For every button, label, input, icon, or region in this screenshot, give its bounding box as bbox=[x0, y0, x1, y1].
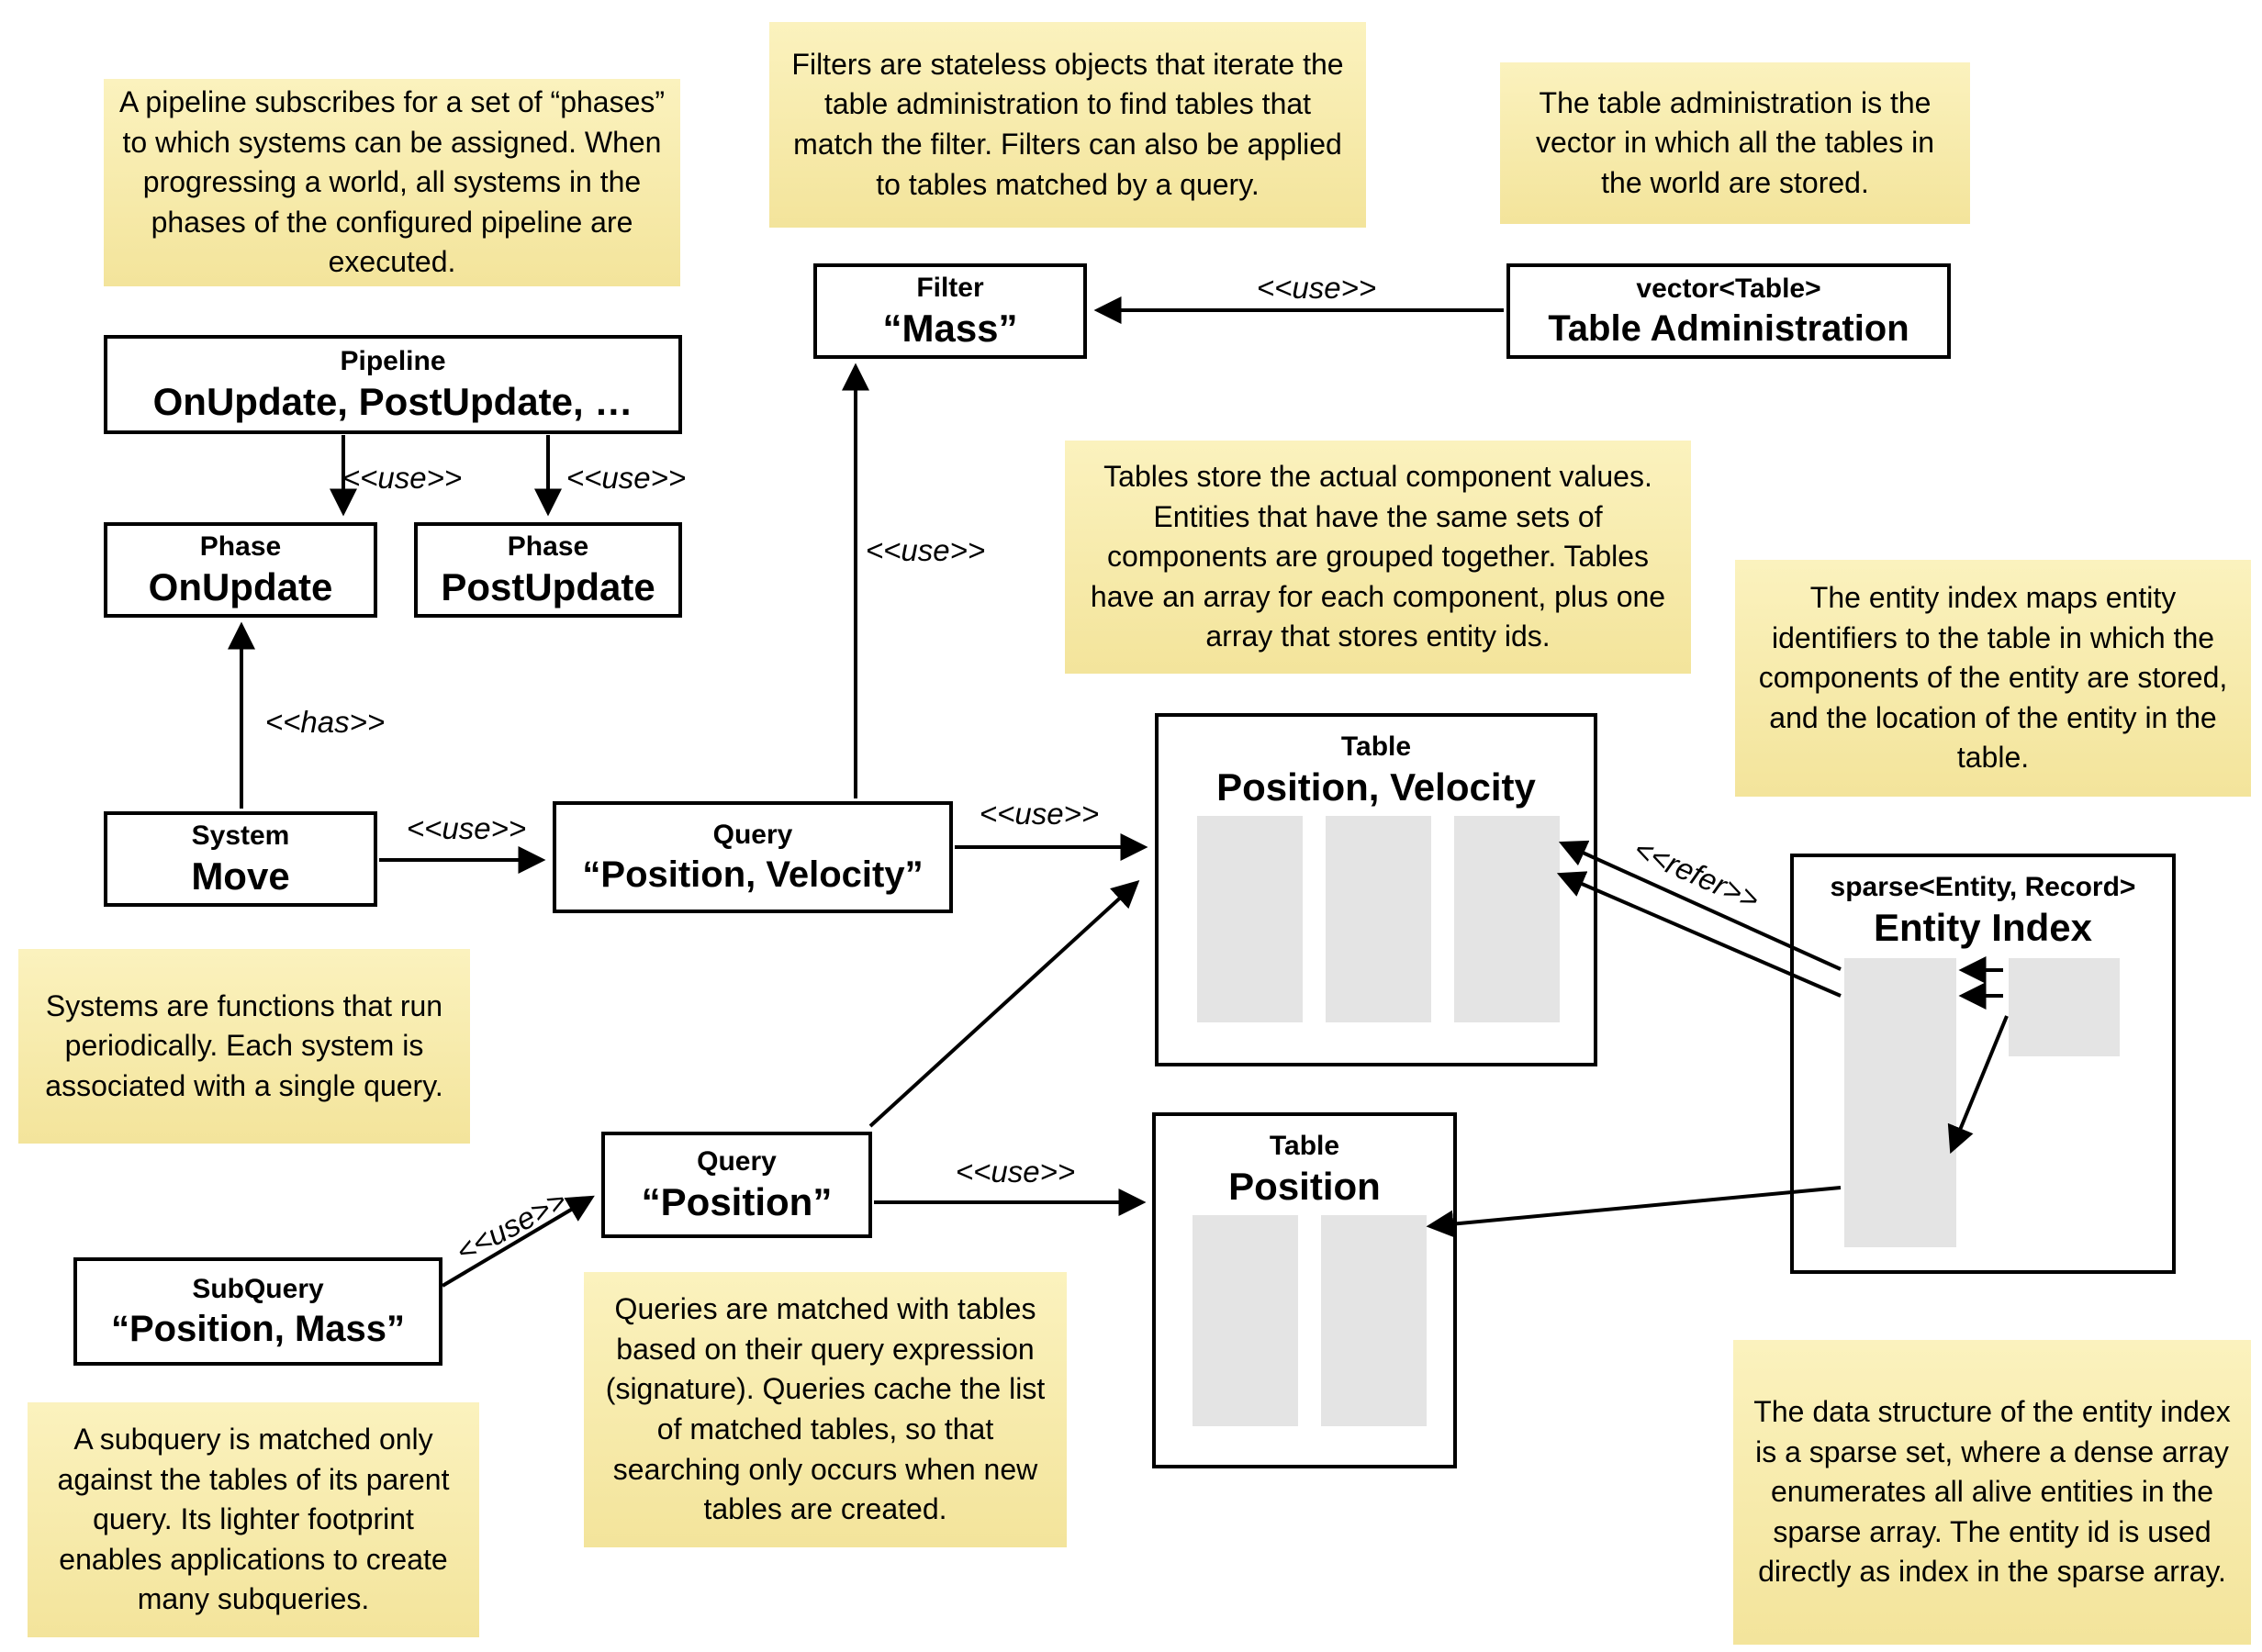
dense-array bbox=[2009, 958, 2120, 1056]
sparse-array bbox=[1844, 958, 1956, 1247]
edge-label-use-tableadmin-filter: <<use>> bbox=[1256, 271, 1377, 305]
node-subquery-position-mass: SubQuery “Position, Mass” bbox=[73, 1257, 442, 1366]
node-query-position-velocity-stereotype: Query bbox=[712, 820, 793, 851]
node-phase-onupdate-name: OnUpdate bbox=[148, 564, 333, 608]
node-system-move-stereotype: System bbox=[191, 820, 290, 852]
node-table-position-name: Position bbox=[1228, 1164, 1381, 1208]
component-array bbox=[1326, 816, 1431, 1022]
node-table-administration: vector<Table> Table Administration bbox=[1506, 263, 1951, 359]
edge-label-use-system-query: <<use>> bbox=[406, 811, 527, 845]
node-filter-mass-name: “Mass” bbox=[882, 306, 1018, 350]
node-subquery-position-mass-stereotype: SubQuery bbox=[192, 1274, 324, 1305]
edge-label-use-subquery-query: <<use>> bbox=[450, 1182, 572, 1269]
node-phase-postupdate: Phase PostUpdate bbox=[414, 522, 682, 618]
node-phase-postupdate-stereotype: Phase bbox=[507, 531, 589, 563]
edge-label-use-pipeline-onupdate: <<use>> bbox=[342, 461, 463, 495]
note-systems: Systems are functions that run periodica… bbox=[18, 949, 470, 1144]
node-query-position-name: “Position” bbox=[641, 1179, 833, 1223]
node-system-move: System Move bbox=[104, 811, 377, 907]
node-table-position-velocity-stereotype: Table bbox=[1340, 731, 1412, 762]
node-table-administration-stereotype: vector<Table> bbox=[1636, 273, 1821, 305]
node-pipeline-name: OnUpdate, PostUpdate, … bbox=[152, 379, 633, 423]
note-pipeline: A pipeline subscribes for a set of “phas… bbox=[104, 79, 680, 286]
note-tables: Tables store the actual component values… bbox=[1065, 441, 1691, 674]
node-table-position-velocity: Table Position, Velocity bbox=[1155, 713, 1597, 1066]
node-query-position-stereotype: Query bbox=[697, 1146, 777, 1178]
note-subquery: A subquery is matched only against the t… bbox=[28, 1402, 479, 1637]
node-entity-index-name: Entity Index bbox=[1873, 905, 2093, 949]
node-phase-postupdate-name: PostUpdate bbox=[441, 564, 655, 608]
entity-id-array bbox=[1321, 1215, 1427, 1426]
node-pipeline: Pipeline OnUpdate, PostUpdate, … bbox=[104, 335, 682, 434]
node-filter-mass: Filter “Mass” bbox=[813, 263, 1087, 359]
node-entity-index: sparse<Entity, Record> Entity Index bbox=[1790, 854, 2176, 1274]
entity-id-array bbox=[1454, 816, 1560, 1022]
note-table-administration: The table administration is the vector i… bbox=[1500, 62, 1970, 224]
edge-queryposition-tablepv bbox=[868, 879, 1140, 1128]
node-table-position-stereotype: Table bbox=[1269, 1131, 1340, 1161]
note-sparse-set: The data structure of the entity index i… bbox=[1733, 1340, 2251, 1645]
edge-label-use-pipeline-postupdate: <<use>> bbox=[566, 461, 687, 495]
edge-label-use-query-table: <<use>> bbox=[979, 797, 1100, 831]
edge-label-use-query-filter: <<use>> bbox=[865, 533, 986, 567]
edge-label-refer-entityindex-table: <<refer>> bbox=[1629, 832, 1764, 917]
component-array bbox=[1193, 1215, 1298, 1426]
node-query-position-velocity-name: “Position, Velocity” bbox=[582, 854, 924, 895]
node-phase-onupdate-stereotype: Phase bbox=[199, 531, 282, 563]
node-query-position: Query “Position” bbox=[601, 1132, 872, 1238]
node-pipeline-stereotype: Pipeline bbox=[340, 346, 446, 377]
component-array bbox=[1197, 816, 1303, 1022]
node-subquery-position-mass-name: “Position, Mass” bbox=[110, 1308, 406, 1349]
node-table-position: Table Position bbox=[1152, 1112, 1457, 1468]
node-table-administration-name: Table Administration bbox=[1548, 307, 1909, 349]
edge-label-use-queryposition-table: <<use>> bbox=[955, 1155, 1076, 1189]
note-filters: Filters are stateless objects that itera… bbox=[769, 22, 1366, 228]
node-table-position-velocity-name: Position, Velocity bbox=[1216, 765, 1536, 809]
node-phase-onupdate: Phase OnUpdate bbox=[104, 522, 377, 618]
edge-entityindex-tableposition bbox=[1426, 1186, 1842, 1238]
edge-label-has-system-phase: <<has>> bbox=[264, 705, 386, 739]
node-filter-mass-stereotype: Filter bbox=[916, 273, 984, 304]
note-entity-index: The entity index maps entity identifiers… bbox=[1735, 560, 2251, 797]
node-query-position-velocity: Query “Position, Velocity” bbox=[553, 801, 953, 913]
node-entity-index-stereotype: sparse<Entity, Record> bbox=[1830, 872, 2136, 902]
note-queries: Queries are matched with tables based on… bbox=[584, 1272, 1067, 1547]
node-system-move-name: Move bbox=[191, 854, 290, 898]
